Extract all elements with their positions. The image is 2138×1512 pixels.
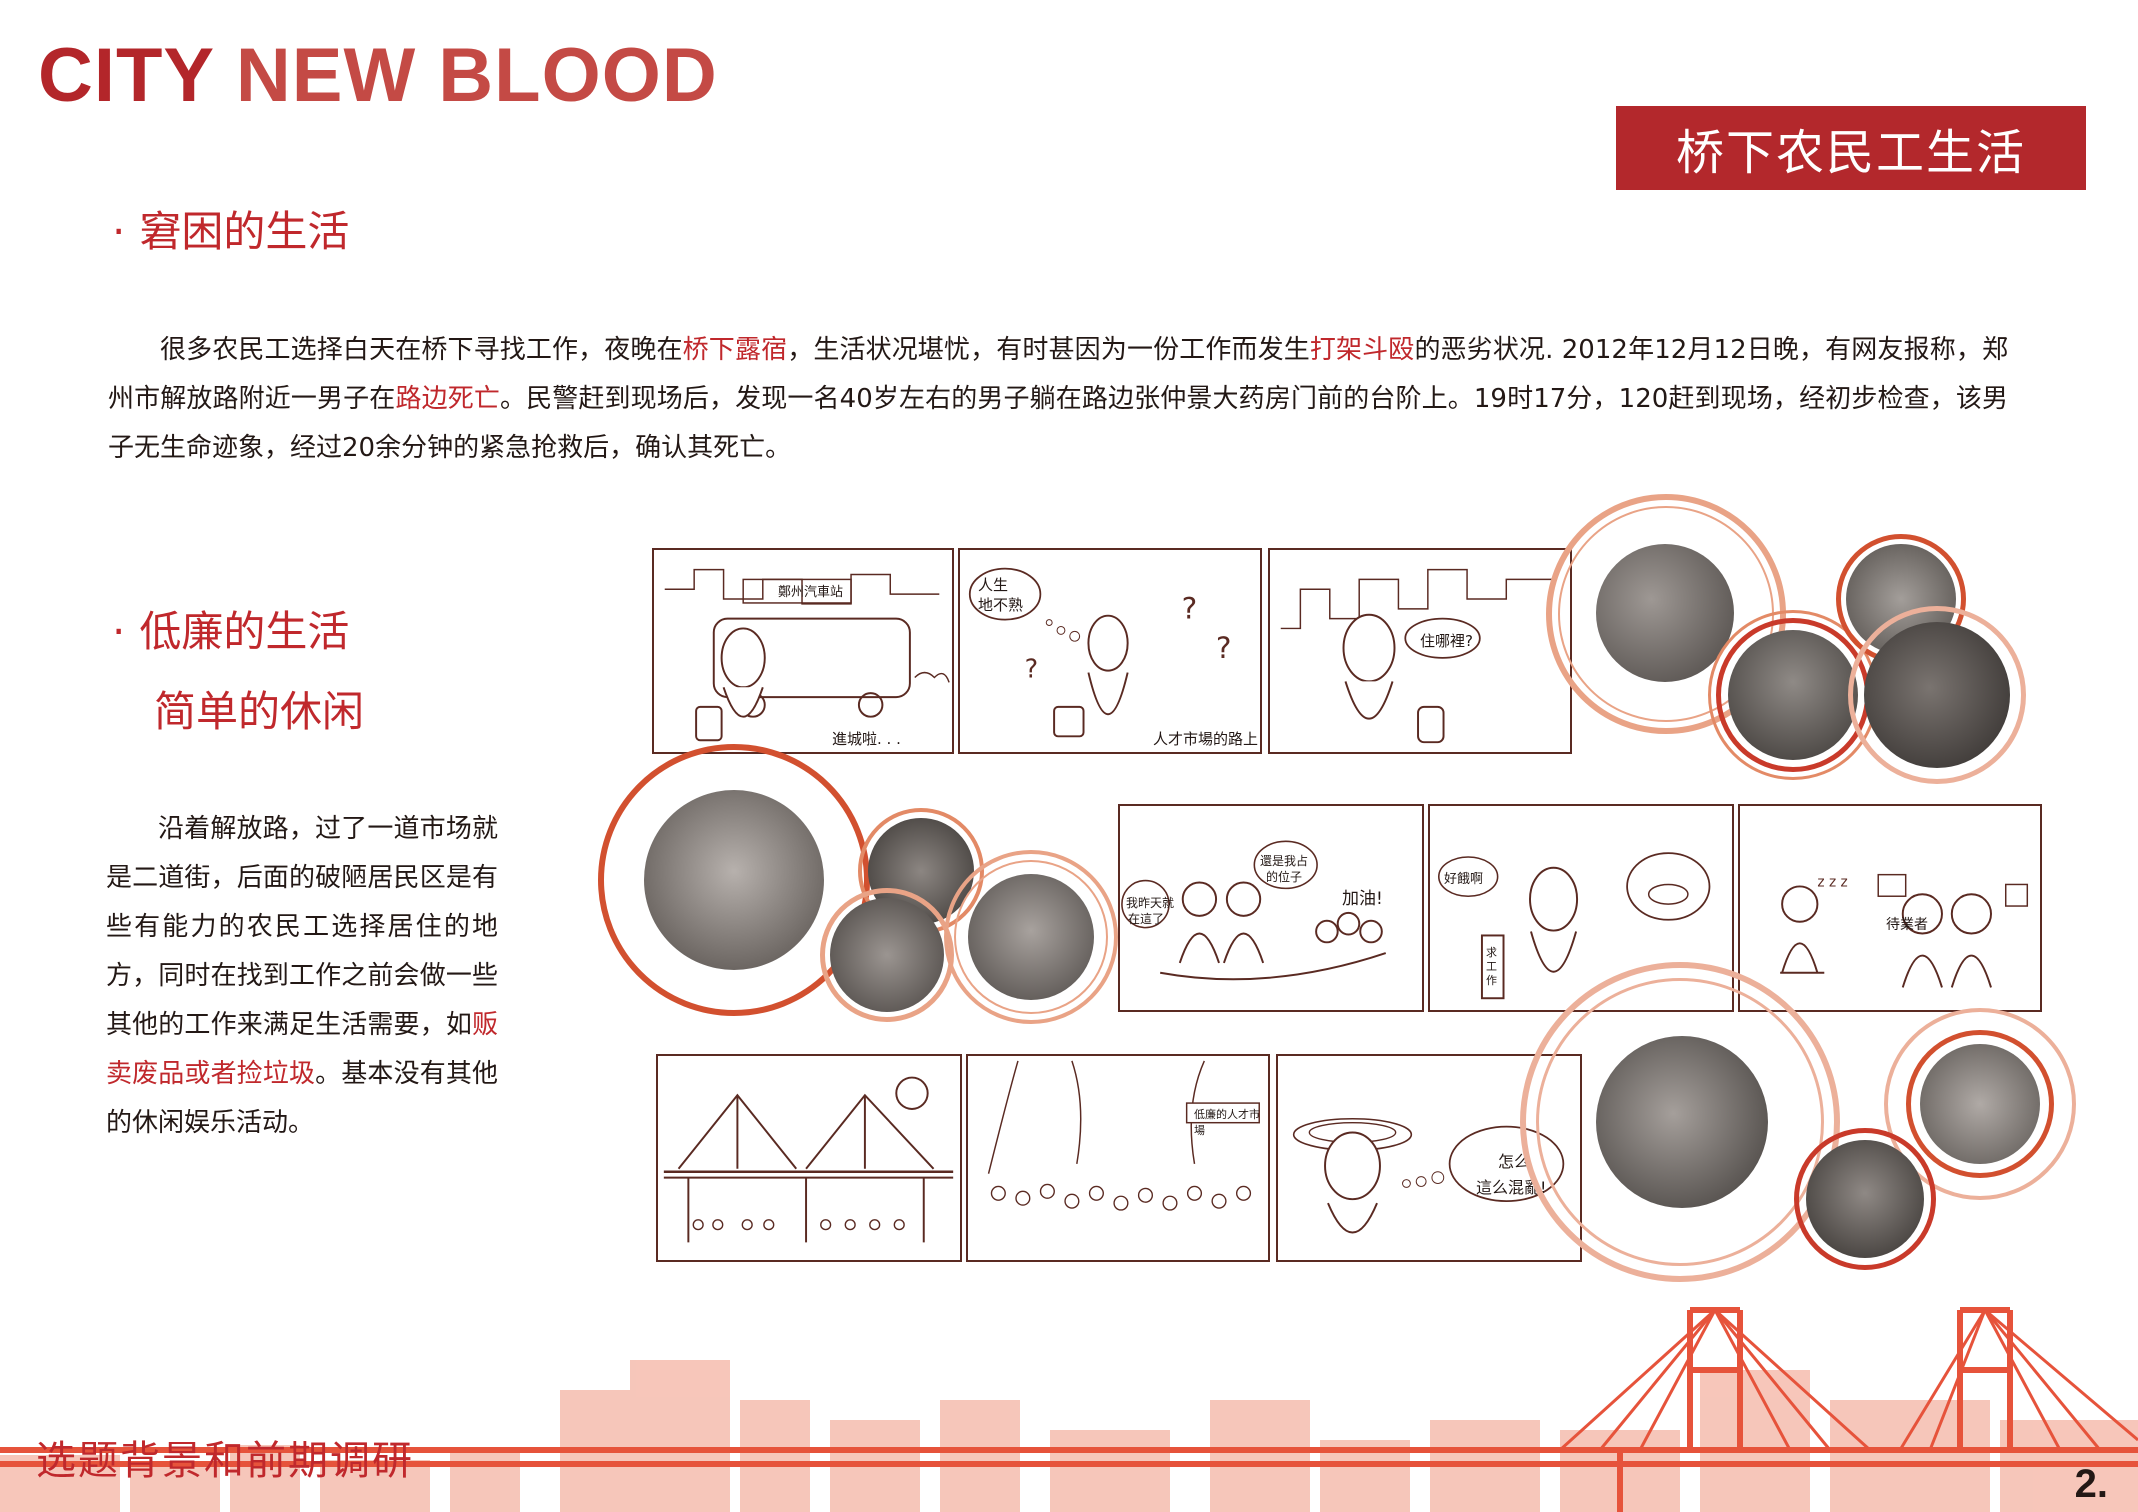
bubble-mid-line1: 還是我占 — [1260, 854, 1309, 868]
photo-workers-waiting — [1596, 544, 1734, 682]
bubble-left-line2: 在這了 — [1128, 912, 1165, 926]
heading-text: 窘困的生活 — [139, 207, 350, 256]
brand-logo: CITY NEW BLOOD — [38, 38, 718, 114]
photo-job-seekers-crowd — [1596, 1036, 1768, 1208]
heading-line2: 简单的休闲 — [154, 687, 365, 736]
comic-drawing — [987, 1060, 1260, 1211]
text: 的恶劣状况. 2012年12月12日晚，有网友报称，郑州市解放路附近一男子在 — [108, 335, 2008, 414]
photo-construction-site — [830, 898, 944, 1012]
text: 很多农民工选择白天在桥下寻找工作，夜晚在 — [160, 335, 683, 365]
bubble-where-to-live: 住哪裡? — [1420, 632, 1473, 650]
comic-drawing — [664, 568, 950, 742]
decor-ring — [1794, 1128, 1936, 1270]
bullet: · — [112, 607, 126, 656]
comic-panel-market: 低廉的人才市場 — [966, 1054, 1270, 1262]
heading-poor-life: · 窘困的生活 — [112, 192, 349, 272]
comic-drawing — [1292, 1117, 1565, 1234]
comic-panel-where-to-live: 住哪裡? — [1268, 548, 1572, 754]
bullet: · — [112, 207, 126, 256]
decor-ring — [1884, 1008, 2076, 1200]
photo-under-bridge — [1806, 1140, 1924, 1258]
highlight: 打架斗殴 — [1309, 335, 1415, 365]
bubble-chaos-line2: 這么混亂! — [1476, 1178, 1547, 1197]
comic-panel-arrival: 鄭州汽車站 進城啦. . . — [652, 548, 954, 754]
bubble-hungry: 好餓啊 — [1444, 872, 1484, 887]
heading-line1: 低廉的生活 — [139, 607, 350, 656]
photo-shopfront — [1920, 1044, 2040, 1164]
decor-ring — [1906, 1030, 2054, 1178]
page-number: 2. — [2074, 1462, 2108, 1506]
comic-panel-queue: 我昨天就 在這了 還是我占 的位子 加油! — [1118, 804, 1424, 1012]
bubble-line1: 人生 — [978, 576, 1009, 594]
photo-market-stalls — [1728, 630, 1858, 760]
bubble-chaos-line1: 怎么 — [1498, 1152, 1531, 1171]
highlight: 贩卖废品或者捡垃圾 — [106, 1010, 498, 1089]
comic-drawing — [1280, 568, 1556, 744]
decor-ring — [954, 860, 1108, 1014]
comic-panel-bridge — [656, 1054, 962, 1262]
sign-cheap-talent-market: 低廉的人才市場 — [1194, 1108, 1260, 1137]
caption-lost: 人才市場的路上 — [1153, 730, 1259, 748]
comic-drawing — [1121, 840, 1387, 981]
text: 。基本没有其他的休闲娱乐活动。 — [106, 1059, 498, 1138]
label-unemployed: 待業者 — [1886, 917, 1928, 933]
comic-panel-lost: ? ? ? 人生 地不熟 人才市場的路上 — [958, 548, 1262, 754]
svg-text:?: ? — [1182, 592, 1198, 626]
svg-text:?: ? — [1216, 631, 1232, 665]
svg-text:?: ? — [1025, 654, 1039, 684]
photo-lying-on-ground — [1864, 622, 2010, 768]
comic-panel-waiting: z z z 待業者 — [1738, 804, 2042, 1012]
paragraph-intro: 很多农民工选择白天在桥下寻找工作，夜晚在桥下露宿，生活状况堪忧，有时甚因为一份工… — [108, 326, 2008, 473]
bus-station-sign: 鄭州汽車站 — [778, 585, 844, 600]
caption-arrival: 進城啦. . . — [832, 730, 901, 748]
comic-drawing: z z z — [1780, 873, 2029, 988]
photo-street-crowd — [968, 874, 1094, 1000]
brand-new-blood: NEW BLOOD — [213, 33, 718, 118]
text: ，生活状况堪忧，有时甚因为一份工作而发生 — [787, 335, 1310, 365]
decor-ring — [1848, 606, 2026, 784]
footer-section-label: 选题背景和前期调研 — [36, 1438, 414, 1484]
section-title: 桥下农民工生活 — [1616, 106, 2086, 190]
bubble-cheer: 加油! — [1342, 889, 1383, 909]
photo-eating-together — [644, 790, 824, 970]
bubble-mid-line2: 的位子 — [1266, 870, 1303, 884]
decor-ring — [1536, 978, 1824, 1266]
comic-drawing — [1438, 852, 1711, 1000]
text: 沿着解放路，过了一道市场就是二道街，后面的破陋居民区是有些有能力的农民工选择居住… — [106, 814, 498, 1040]
brand-city: CITY — [38, 33, 214, 118]
comic-drawing: ? ? ? — [968, 567, 1232, 738]
highlight: 路边死亡 — [395, 384, 500, 414]
decor-ring — [944, 850, 1118, 1024]
bubble-left-line1: 我昨天就 — [1126, 896, 1175, 910]
decor-ring — [1520, 962, 1840, 1282]
bubble-line2: 地不熟 — [978, 596, 1024, 614]
paragraph-leisure: 沿着解放路，过了一道市场就是二道街，后面的破陋居民区是有些有能力的农民工选择居住… — [106, 805, 498, 1148]
heading-cheap-life: · 低廉的生活 简单的休闲 — [112, 592, 364, 752]
skyline-bridge-decoration — [0, 1307, 2138, 1512]
comic-drawing — [663, 1076, 954, 1243]
sign-seeking-work: 求工作 — [1486, 946, 1497, 987]
highlight: 桥下露宿 — [682, 335, 788, 365]
text: 。民警赶到现场后，发现一名40岁左右的男子躺在路边张仲景大药房门前的台阶上。19… — [108, 384, 2008, 463]
svg-text:z z z: z z z — [1817, 874, 1847, 890]
